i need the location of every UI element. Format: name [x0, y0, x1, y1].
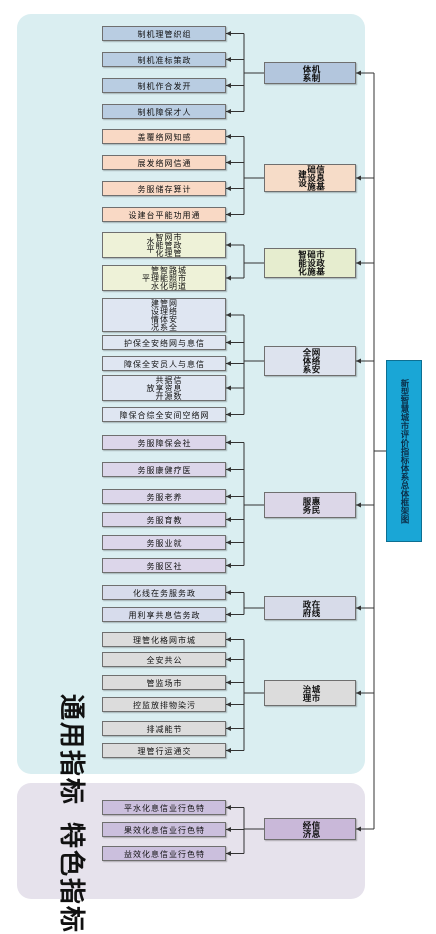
arrowhead: [356, 175, 361, 181]
indicator-huimin-6: 社区服务: [102, 558, 226, 573]
category-huimin: 惠民服务: [264, 492, 356, 518]
indicator-shizheng-1: 市政管网管理智能化水平: [102, 232, 226, 258]
indicator-chengshi-2: 公共安全: [102, 652, 226, 667]
arrowhead: [226, 563, 231, 568]
indicator-jichu-1: 感知网络覆盖: [102, 129, 226, 144]
indicator-jichu-2: 通信网络发展: [102, 155, 226, 170]
arrowhead: [226, 212, 231, 217]
indicator-jizhi-4: 人才保障机制: [102, 104, 226, 119]
indicator-huimin-5: 就业服务: [102, 535, 226, 550]
arrowhead: [356, 605, 361, 611]
arrowhead: [356, 70, 361, 76]
indicator-wangluo-2: 信息与网络安全保护: [102, 335, 226, 350]
arrowhead: [226, 467, 231, 472]
indicator-shizheng-2: 城市道路照明智能化管理水平: [102, 265, 226, 291]
arrowhead: [226, 637, 231, 642]
arrowhead: [226, 312, 231, 318]
indicator-jichu-3: 计算存储服务: [102, 181, 226, 196]
indicator-chengshi-1: 城市网格化管理: [102, 632, 226, 647]
indicator-chengshi-5: 节能减排: [102, 721, 226, 736]
arrowhead: [226, 134, 231, 139]
arrowhead: [226, 31, 231, 36]
indicator-tese-2: 特色行业信息化效果: [102, 822, 226, 837]
indicator-chengshi-3: 市场监管: [102, 675, 226, 690]
arrowhead: [226, 186, 231, 191]
arrowhead: [356, 690, 361, 696]
arrowhead: [226, 748, 231, 753]
indicator-wangluo-3: 信息与人员安全保障: [102, 356, 226, 371]
indicator-chengshi-4: 污染物排放监控: [102, 697, 226, 712]
arrowhead: [356, 358, 361, 364]
arrowhead: [226, 680, 231, 685]
arrowhead: [226, 340, 231, 345]
indicator-huimin-1: 社会保障服务: [102, 435, 226, 450]
arrowhead: [226, 361, 231, 366]
arrowhead: [226, 83, 231, 88]
arrowhead: [356, 502, 361, 508]
arrowhead: [356, 826, 361, 832]
arrowhead: [226, 540, 231, 545]
indicator-wangluo-4: 信息数据资源共享开放: [102, 375, 226, 401]
arrowhead: [226, 851, 231, 856]
connector-lines: [226, 31, 386, 856]
arrowhead: [226, 440, 231, 445]
category-jichu: 信息基础设施建设: [264, 164, 356, 192]
indicator-jizhi-3: 开发合作机制: [102, 78, 226, 93]
category-wangluo: 网络安全体系: [264, 346, 356, 376]
indicator-jichu-4: 通用功能平台建设: [102, 207, 226, 222]
indicator-jizhi-1: 组织管理机制: [102, 26, 226, 41]
indicator-chengshi-6: 交通运行管理: [102, 743, 226, 758]
arrowhead: [226, 109, 231, 114]
arrowhead: [226, 590, 231, 595]
indicator-zhengwu-1: 政务服务在线化: [102, 585, 226, 600]
arrowhead: [226, 275, 231, 281]
arrowhead: [226, 827, 231, 832]
arrowhead: [226, 726, 231, 731]
indicator-tese-1: 特色行业信息化水平: [102, 800, 226, 815]
arrowhead: [226, 242, 231, 248]
indicator-zhengwu-2: 政务信息共享利用: [102, 607, 226, 622]
arrowhead: [226, 517, 231, 522]
indicator-wangluo-1: 网络安全管理体系建设情况: [102, 298, 226, 332]
indicator-huimin-4: 教育服务: [102, 512, 226, 527]
indicator-tese-3: 特色行业信息化效益: [102, 846, 226, 861]
category-chengshi: 城市治理: [264, 680, 356, 706]
arrowhead: [226, 412, 231, 417]
indicator-huimin-2: 医疗健康服务: [102, 462, 226, 477]
arrowhead: [226, 702, 231, 707]
arrowhead: [226, 612, 231, 617]
arrowhead: [226, 657, 231, 662]
category-shizheng: 市政基础设施智能化: [264, 248, 356, 278]
indicator-huimin-3: 养老服务: [102, 489, 226, 504]
arrowhead: [226, 160, 231, 165]
arrowhead: [356, 260, 361, 266]
category-tese: 信息经济: [264, 818, 356, 840]
root-node: 新型智慧城市评价指标体系总体框架图: [386, 360, 422, 542]
arrowhead: [226, 57, 231, 62]
arrowhead: [226, 494, 231, 499]
indicator-jizhi-2: 政策标准机制: [102, 52, 226, 67]
arrowhead: [226, 805, 231, 810]
arrowhead: [226, 385, 231, 391]
indicator-wangluo-5: 网络空间安全综合保障: [102, 407, 226, 422]
category-zhengwu: 在线政府: [264, 596, 356, 620]
category-jizhi: 机制体系: [264, 62, 356, 84]
